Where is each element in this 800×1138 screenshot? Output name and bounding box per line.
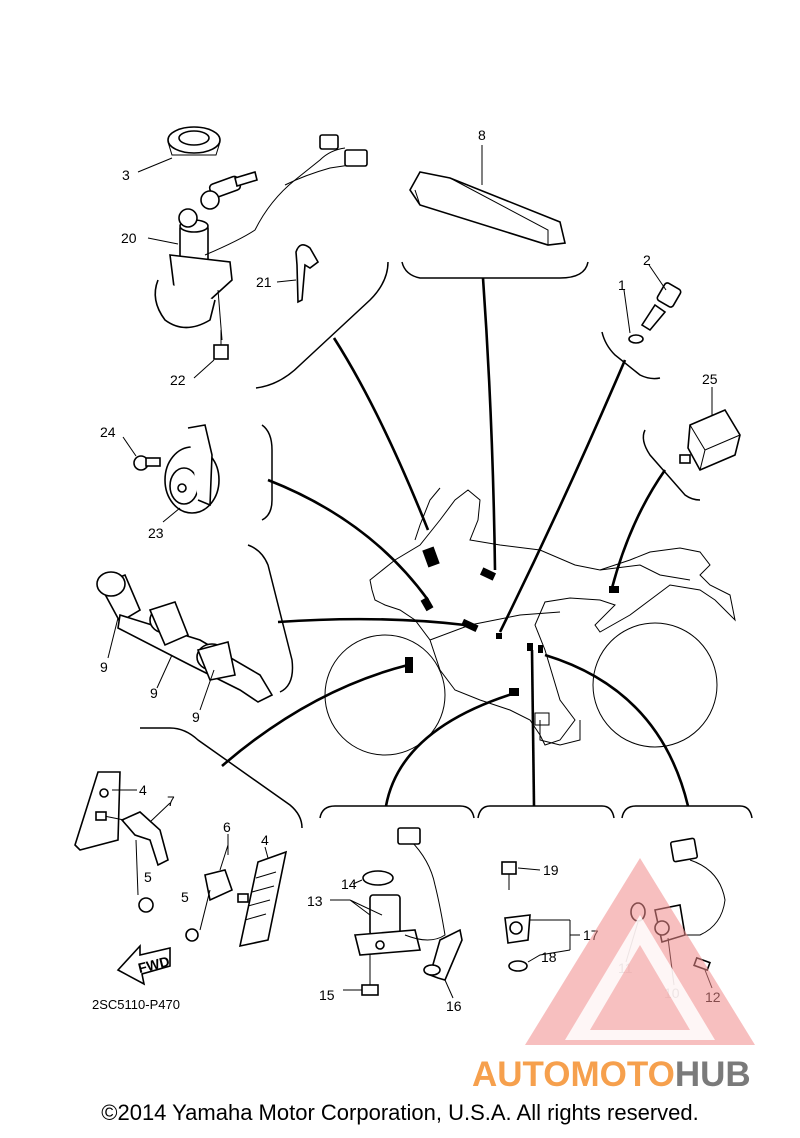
part-20-main-switch: [154, 134, 368, 341]
part-25-relay: [679, 408, 741, 472]
callout-25: 25: [702, 371, 718, 387]
callout-5b: 5: [181, 889, 189, 905]
motorcycle-silhouette: [324, 487, 736, 756]
callout-14: 14: [341, 876, 357, 892]
part-4-reflector-right: [237, 850, 288, 948]
watermark-part2: HUB: [675, 1055, 751, 1094]
part-16-wire-stay: [423, 928, 463, 981]
callout-19: 19: [543, 862, 559, 878]
part-9-sockets: [96, 571, 274, 703]
callout-21: 21: [256, 274, 272, 290]
callout-9c: 9: [192, 709, 200, 725]
callout-9a: 9: [100, 659, 108, 675]
part-23-horn: [164, 424, 220, 514]
copyright-notice: ©2014 Yamaha Motor Corporation, U.S.A. A…: [101, 1100, 699, 1125]
callout-16: 16: [446, 998, 462, 1014]
part-21-key: [295, 244, 320, 304]
part-4-reflector-left: [74, 771, 121, 851]
callout-15: 15: [319, 987, 335, 1003]
callout-4b: 4: [261, 832, 269, 848]
part-19-bolt: [501, 861, 517, 890]
part-3-cover: [167, 126, 221, 156]
part-24-bolt: [133, 455, 161, 471]
callout-24: 24: [100, 424, 116, 440]
part-13-unit: [353, 827, 446, 996]
callout-8: 8: [478, 127, 486, 143]
callout-9b: 9: [150, 685, 158, 701]
callout-23: 23: [148, 525, 164, 541]
callout-13: 13: [307, 893, 323, 909]
part-8-ecu: [409, 171, 566, 246]
watermark-part1: AUTOMOTO: [472, 1055, 675, 1094]
callout-20: 20: [121, 230, 137, 246]
diagram-code: 2SC5110-P470: [92, 997, 180, 1012]
callout-3: 3: [122, 167, 130, 183]
automotohub-watermark: AUTOMOTOHUB: [472, 858, 755, 1094]
callout-22: 22: [170, 372, 186, 388]
callout-2: 2: [643, 252, 651, 268]
part-7-stay: [95, 811, 169, 913]
callout-1: 1: [618, 277, 626, 293]
callout-5a: 5: [144, 869, 152, 885]
fwd-arrow-icon: FWD: [116, 943, 171, 986]
callout-7: 7: [167, 793, 175, 809]
watermark-text: AUTOMOTOHUB: [472, 1055, 751, 1094]
callout-6: 6: [223, 819, 231, 835]
part-2-sensor: [628, 282, 682, 344]
callout-4a: 4: [139, 782, 147, 798]
part-22-bolt: [213, 330, 229, 360]
callout-18: 18: [541, 949, 557, 965]
part-17-sensor: [504, 914, 531, 972]
part-6-stay: [185, 844, 233, 942]
fwd-label: FWD: [136, 953, 171, 976]
leader-lines: [140, 261, 753, 829]
